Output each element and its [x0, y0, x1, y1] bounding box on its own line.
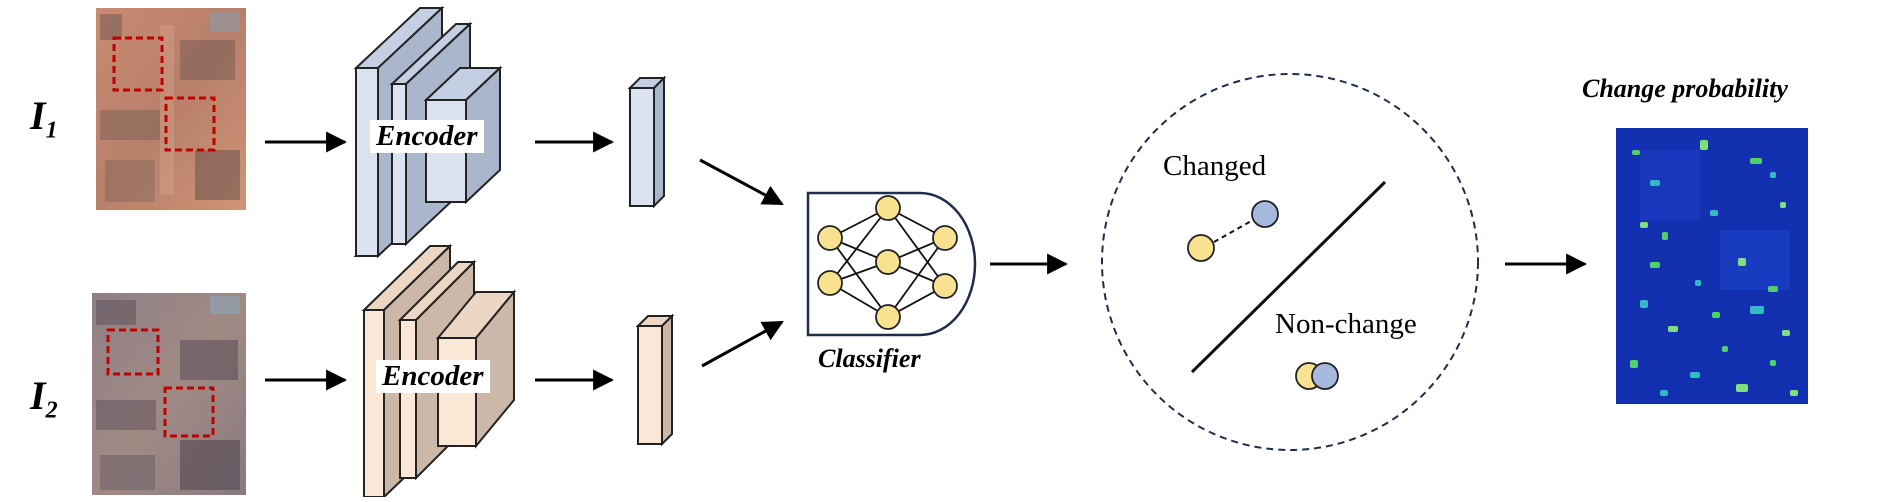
- classifier-network: [806, 191, 977, 337]
- input-label-2: I2: [30, 373, 58, 424]
- probability-hotspot: [1722, 346, 1728, 352]
- probability-hotspot: [1736, 384, 1748, 392]
- changed-pair-link: [1213, 219, 1254, 243]
- probability-hotspot: [1632, 150, 1640, 155]
- region-box-2b: [163, 386, 215, 438]
- decision-boundary: [1190, 180, 1387, 374]
- probability-hotspot: [1710, 210, 1718, 216]
- changed-point-t2: [1251, 200, 1279, 228]
- network-node: [817, 270, 843, 296]
- probability-hotspot: [1650, 262, 1660, 268]
- probability-hotspot: [1630, 360, 1638, 368]
- region-box-2a: [106, 328, 160, 376]
- output-title: Change probability: [1582, 74, 1788, 103]
- input-label-1: I1: [30, 93, 58, 144]
- arrow-feature1-to-classifier: [699, 158, 784, 206]
- probability-hotspot: [1770, 172, 1776, 178]
- network-edge: [829, 207, 889, 284]
- probability-hotspot: [1640, 222, 1648, 228]
- change-probability-map: [1616, 128, 1808, 404]
- arrow-feature2-to-classifier: [701, 320, 784, 368]
- probability-hotspot: [1640, 300, 1648, 308]
- changed-point-t1: [1187, 234, 1215, 262]
- probability-hotspot: [1650, 180, 1660, 186]
- classifier-label: Classifier: [818, 344, 921, 373]
- probability-hotspot: [1738, 258, 1746, 266]
- probability-hotspot: [1790, 390, 1798, 396]
- network-edge: [887, 237, 946, 318]
- region-box-1b: [164, 96, 216, 152]
- region-box-1a: [112, 36, 164, 92]
- network-node: [817, 225, 843, 251]
- feature-vector-2: [635, 313, 675, 447]
- network-node: [875, 195, 901, 221]
- probability-hotspot: [1700, 140, 1708, 150]
- encoder-label-top: Encoder: [370, 120, 484, 153]
- feature-space: [1101, 73, 1479, 451]
- network-node: [932, 225, 958, 251]
- changed-label: Changed: [1163, 150, 1267, 182]
- probability-hotspot: [1770, 360, 1776, 366]
- probability-hotspot: [1662, 232, 1668, 240]
- feature-vector-1: [627, 75, 667, 209]
- network-node: [932, 273, 958, 299]
- probability-hotspot: [1690, 372, 1700, 378]
- probability-hotspot: [1780, 202, 1786, 208]
- probability-hotspot: [1695, 280, 1701, 286]
- network-node: [875, 249, 901, 275]
- network-edge: [887, 207, 946, 287]
- probability-hotspot: [1750, 158, 1762, 164]
- probability-hotspot: [1782, 330, 1790, 336]
- network-edge: [829, 237, 889, 318]
- probability-hotspot: [1660, 390, 1668, 396]
- input-image-1: [96, 8, 246, 210]
- probability-hotspot: [1750, 306, 1764, 314]
- encoder-label-bottom: Encoder: [376, 360, 490, 393]
- input-image-2: [92, 293, 246, 495]
- nonchange-point-t2: [1311, 362, 1339, 390]
- probability-hotspot: [1712, 312, 1720, 318]
- nonchange-label: Non-change: [1275, 308, 1417, 340]
- probability-hotspot: [1768, 286, 1778, 292]
- network-node: [875, 304, 901, 330]
- probability-hotspot: [1668, 326, 1678, 332]
